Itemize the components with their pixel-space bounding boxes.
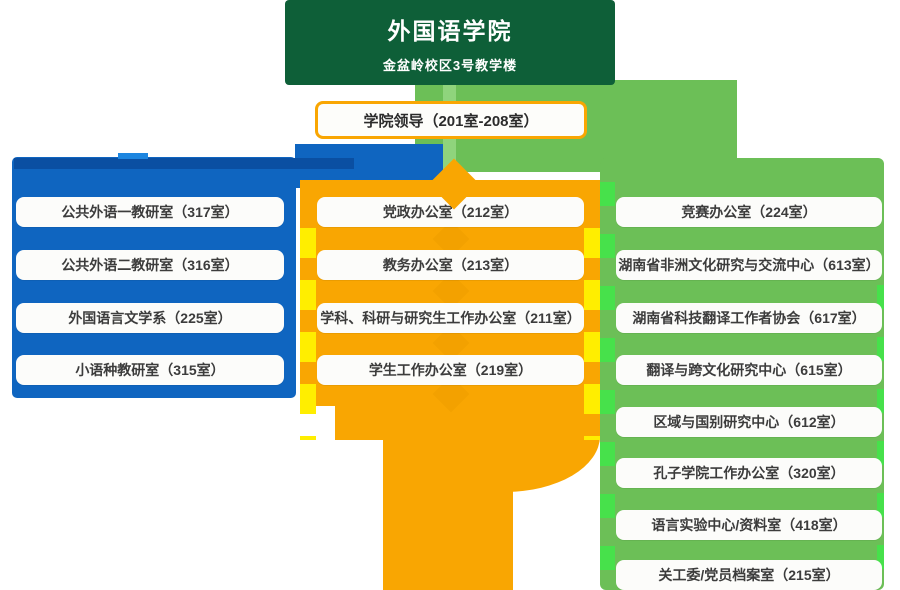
middle-funnel-step1 (335, 400, 600, 440)
middle-funnel-stem (383, 480, 513, 590)
org-box: 湖南省非洲文化研究与交流中心（613室） (616, 250, 882, 280)
org-box: 外国语言文学系（225室） (16, 303, 284, 333)
page-title: 外国语学院 (387, 17, 513, 44)
left-panel-top-strip (14, 158, 354, 169)
middle-panel-left-squares (300, 228, 316, 440)
org-box: 公共外语二教研室（316室） (16, 250, 284, 280)
org-box: 教务办公室（213室） (317, 250, 584, 280)
page-subtitle: 金盆岭校区3号教学楼 (382, 57, 518, 73)
org-box: 小语种教研室（315室） (16, 355, 284, 385)
org-box: 区域与国别研究中心（612室） (616, 407, 882, 437)
right-panel-right-squares (877, 285, 884, 585)
org-box: 学科、科研与研究生工作办公室（211室） (317, 303, 584, 333)
org-box: 学生工作办公室（219室） (317, 355, 584, 385)
org-box: 关工委/党员档案室（215室） (616, 560, 882, 590)
header: 外国语学院 金盆岭校区3号教学楼 (285, 0, 615, 85)
org-box: 语言实验中心/资料室（418室） (616, 510, 882, 540)
leader-box: 学院领导（201室-208室） (315, 101, 587, 139)
org-box: 公共外语一教研室（317室） (16, 197, 284, 227)
org-box: 竞赛办公室（224室） (616, 197, 882, 227)
middle-panel-right-squares (584, 228, 600, 440)
org-box: 孔子学院工作办公室（320室） (616, 458, 882, 488)
right-panel-left-squares (600, 182, 615, 584)
left-panel-accent (118, 153, 148, 159)
org-box: 湖南省科技翻译工作者协会（617室） (616, 303, 882, 333)
org-box: 翻译与跨文化研究中心（615室） (616, 355, 882, 385)
